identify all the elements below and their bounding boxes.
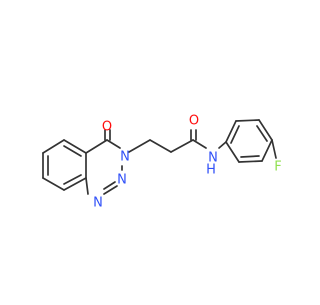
bond — [128, 139, 151, 153]
bond — [149, 139, 172, 153]
bond — [240, 155, 260, 158]
bond — [63, 177, 87, 191]
bond — [225, 141, 240, 163]
oxygen-label: O — [189, 114, 199, 129]
bond — [103, 181, 116, 190]
bond — [238, 160, 263, 163]
bond — [85, 139, 108, 154]
bond — [42, 177, 65, 191]
bond — [218, 141, 227, 149]
bond — [170, 139, 194, 153]
structure-drawing: O N N N O N H F — [42, 114, 282, 211]
bond — [103, 185, 118, 195]
fluorine-label: F — [274, 160, 281, 175]
bonds — [42, 119, 277, 195]
nitrogen-label: N — [93, 196, 103, 211]
bond — [225, 120, 237, 143]
bond — [42, 139, 65, 154]
bond — [256, 125, 268, 142]
bond — [63, 145, 82, 157]
atom-labels: O N N N O N H F — [93, 114, 282, 211]
oxygen-label: O — [102, 120, 112, 135]
nitrogen-label: N — [117, 173, 127, 188]
bond — [230, 125, 240, 144]
bond — [63, 139, 87, 154]
bond — [235, 119, 260, 122]
molecule-diagram: O N N N O N H F — [42, 114, 282, 211]
bond — [63, 174, 82, 185]
bond — [261, 139, 273, 162]
hydrogen-label: H — [206, 163, 216, 178]
bond — [258, 119, 273, 141]
bond — [106, 139, 121, 149]
nitrogen-label: N — [120, 150, 130, 165]
amide-nitrogen-label: N — [208, 151, 218, 166]
bond — [192, 139, 207, 149]
bond — [271, 139, 277, 159]
bond — [85, 177, 89, 195]
